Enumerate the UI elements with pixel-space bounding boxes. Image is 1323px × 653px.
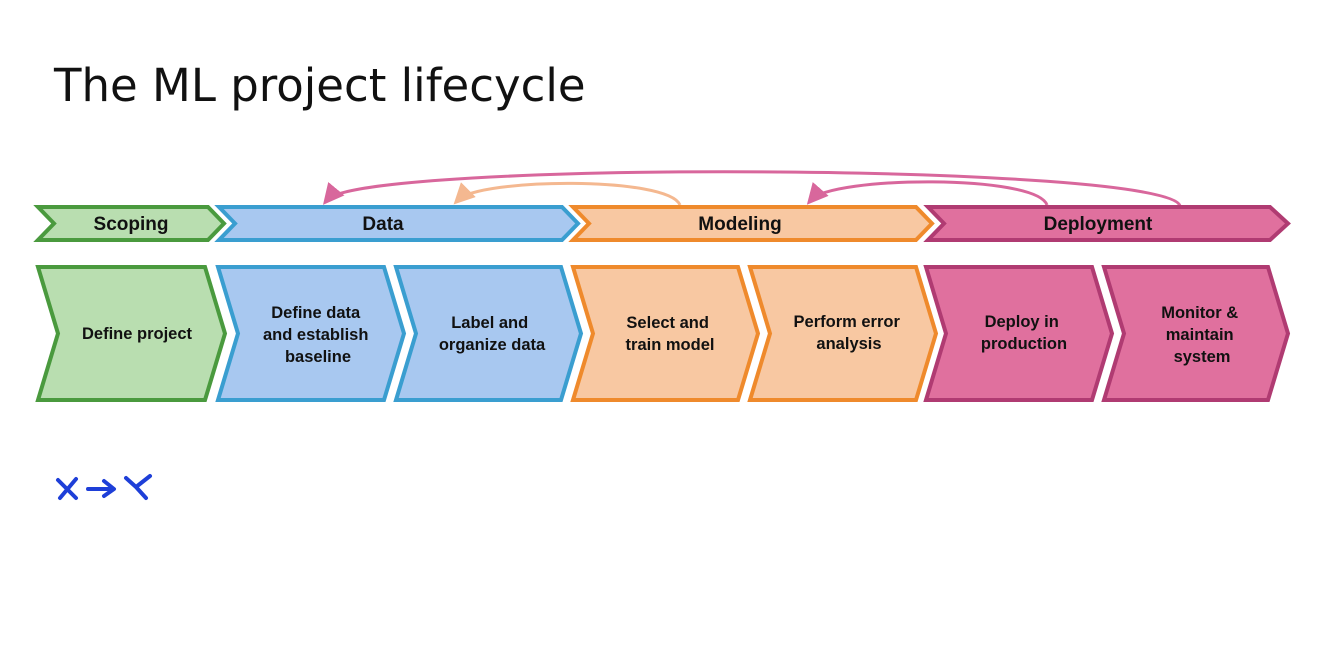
step-chevron-define-data: Define data and establish baseline — [215, 265, 407, 402]
step-line: analysis — [816, 335, 881, 353]
phase-chevron-data: Data — [214, 205, 581, 242]
step-line: baseline — [285, 348, 351, 366]
step-label-select-train: Select and train model — [626, 314, 715, 354]
phase-chevron-scoping: Scoping — [33, 205, 227, 242]
feedback-arrow-deployment-to-modeling — [806, 180, 1049, 206]
step-line: Deploy in — [985, 313, 1059, 331]
step-line: Monitor & — [1161, 304, 1238, 322]
step-line: system — [1174, 348, 1231, 366]
step-shape — [923, 265, 1115, 402]
phase-shape — [923, 205, 1291, 242]
phase-chevron-deployment: Deployment — [923, 205, 1291, 242]
handwritten-arrow — [86, 479, 116, 498]
step-line: and establish — [263, 326, 368, 344]
step-chevron-define-project: Define project — [35, 265, 228, 402]
step-chevron-error-analysis: Perform error analysis — [747, 265, 939, 402]
step-shape — [215, 265, 407, 402]
step-chevron-deploy: Deploy in production — [923, 265, 1115, 402]
step-shape — [747, 265, 939, 402]
phase-label-data: Data — [362, 214, 404, 235]
step-line: Define data — [271, 304, 361, 322]
phase-shape — [33, 205, 227, 242]
phase-label-scoping: Scoping — [94, 214, 169, 235]
step-label-label-data: Label and organize data — [439, 314, 546, 354]
slide-title: The ML project lifecycle — [54, 59, 586, 112]
step-label-deploy: Deploy in production — [981, 313, 1067, 353]
feedback-arrow-modeling-to-data — [453, 181, 682, 206]
step-line: production — [981, 335, 1067, 353]
step-chevron-select-train: Select and train model — [570, 265, 761, 402]
step-line: Select and — [626, 314, 709, 332]
handwritten-y — [124, 474, 152, 500]
step-line: organize data — [439, 336, 546, 354]
step-chevron-label-data: Label and organize data — [393, 265, 584, 402]
step-row: Define project Define data and establish… — [35, 265, 1291, 402]
step-line: maintain — [1166, 326, 1234, 344]
phase-label-modeling: Modeling — [698, 214, 781, 235]
step-label-error-analysis: Perform error analysis — [794, 313, 905, 353]
step-shape — [1101, 265, 1291, 402]
handwritten-annotation-x-to-y — [56, 474, 152, 500]
step-chevron-monitor: Monitor & maintain system — [1101, 265, 1291, 402]
step-line: train model — [626, 336, 715, 354]
phase-row: Scoping Data Modeling Deployment — [33, 205, 1291, 242]
step-line: Define project — [82, 325, 193, 343]
feedback-arrows — [322, 170, 1182, 207]
feedback-arrow-deployment-to-data — [322, 170, 1182, 207]
step-label-monitor: Monitor & maintain system — [1161, 304, 1243, 366]
step-line: Label and — [451, 314, 528, 332]
phase-shape — [568, 205, 935, 242]
step-label-define-project: Define project — [82, 325, 193, 343]
handwritten-x — [56, 477, 78, 500]
step-label-define-data: Define data and establish baseline — [263, 304, 373, 366]
step-shape — [35, 265, 228, 402]
step-shape — [570, 265, 761, 402]
phase-label-deployment: Deployment — [1044, 214, 1153, 235]
phase-shape — [214, 205, 581, 242]
step-shape — [393, 265, 584, 402]
step-line: Perform error — [794, 313, 901, 331]
phase-chevron-modeling: Modeling — [568, 205, 935, 242]
